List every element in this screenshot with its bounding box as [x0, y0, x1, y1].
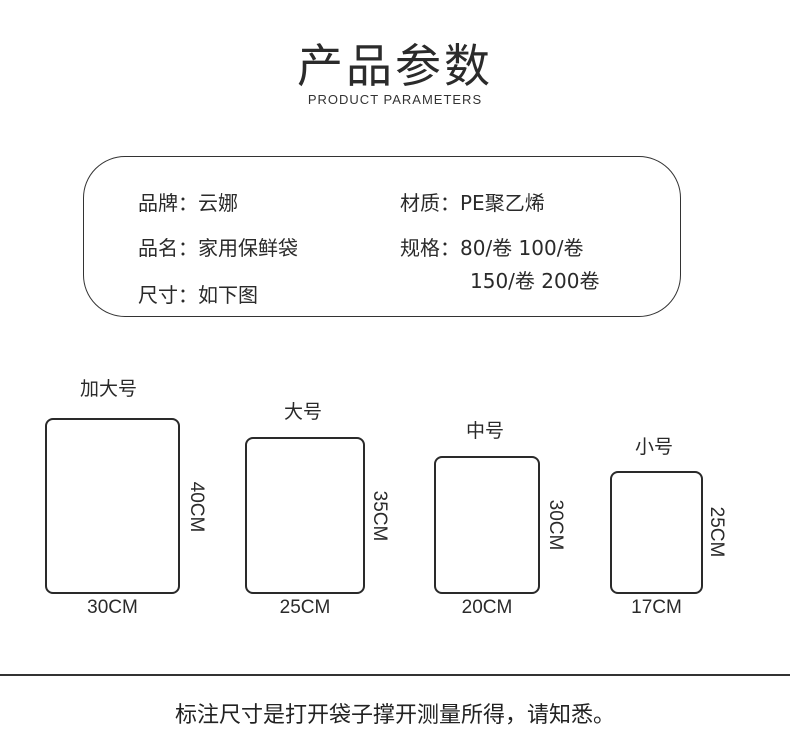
parameters-box	[83, 156, 681, 317]
material-info: 材质：PE聚乙烯	[400, 191, 545, 215]
width-label-m: 20CM	[461, 597, 513, 618]
page-title: 产品参数	[297, 39, 493, 93]
measurement-note: 标注尺寸是打开袋子撑开测量所得，请知悉。	[174, 703, 615, 728]
size-info: 尺寸：如下图	[138, 283, 258, 307]
height-label-l: 35CM	[369, 490, 390, 542]
height-label-s: 25CM	[706, 506, 727, 558]
bag-outline-l	[245, 437, 365, 594]
product-name-info: 品名：家用保鲜袋	[138, 236, 298, 260]
divider-line	[0, 674, 790, 676]
height-label-m: 30CM	[545, 499, 566, 551]
size-label-s: 小号	[635, 436, 674, 458]
bag-outline-m	[434, 456, 540, 594]
width-label-s: 17CM	[631, 597, 682, 618]
size-label-xl: 加大号	[80, 378, 138, 400]
height-label-xl: 40CM	[186, 481, 207, 533]
brand-info: 品牌：云娜	[138, 191, 238, 215]
size-label-l: 大号	[284, 401, 323, 423]
bag-outline-xl	[45, 418, 180, 594]
page-subtitle: PRODUCT PARAMETERS	[307, 92, 483, 107]
spec-info: 规格：80/卷 100/卷	[400, 236, 584, 260]
width-label-xl: 30CM	[87, 597, 138, 618]
size-label-m: 中号	[466, 420, 505, 442]
bag-outline-s	[610, 471, 703, 594]
width-label-l: 25CM	[279, 597, 331, 618]
spec-info-continued: 150/卷 200卷	[470, 269, 600, 293]
